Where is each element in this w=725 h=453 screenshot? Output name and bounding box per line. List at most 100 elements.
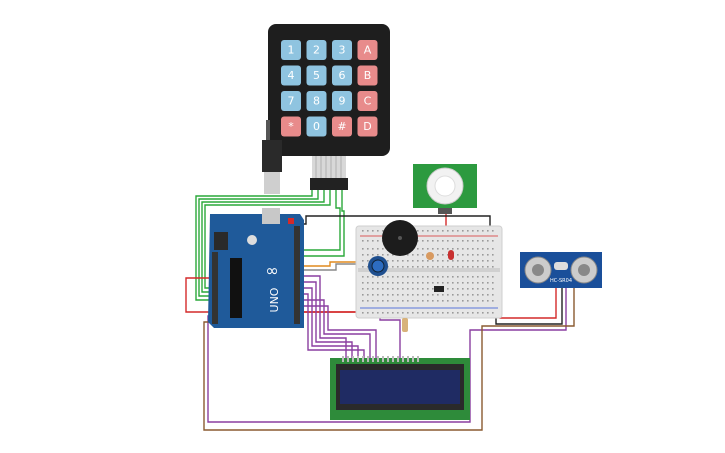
breadboard-hole (472, 276, 474, 278)
breadboard-hole (437, 248, 439, 250)
breadboard-hole (437, 240, 439, 242)
breadboard-hole (402, 260, 404, 262)
keypad-key[interactable] (357, 116, 378, 137)
breadboard-hole (437, 254, 439, 256)
keypad-key[interactable] (332, 116, 352, 137)
breadboard-hole (367, 300, 369, 302)
breadboard-hole (492, 260, 494, 262)
keypad-key-label: # (337, 120, 346, 133)
keypad-key-label: 5 (313, 69, 320, 82)
breadboard-hole (367, 312, 369, 314)
keypad-key[interactable] (357, 40, 378, 60)
breadboard-hole (387, 254, 389, 256)
breadboard-hole (482, 282, 484, 284)
lcd-pin (397, 356, 399, 362)
lcd-pin (402, 356, 404, 362)
breadboard-hole (462, 248, 464, 250)
keypad-key[interactable] (281, 91, 301, 111)
breadboard-hole (407, 300, 409, 302)
breadboard-hole (397, 294, 399, 296)
keypad-key[interactable] (306, 40, 327, 60)
breadboard-hole (447, 288, 449, 290)
breadboard-hole (377, 276, 379, 278)
breadboard-hole (372, 240, 374, 242)
breadboard-hole (482, 240, 484, 242)
breadboard-hole (467, 254, 469, 256)
breadboard-hole (377, 294, 379, 296)
breadboard-hole (487, 248, 489, 250)
breadboard-hole (452, 248, 454, 250)
breadboard-hole (382, 282, 384, 284)
keypad-key[interactable] (281, 116, 301, 137)
breadboard-hole (472, 248, 474, 250)
breadboard-hole (467, 282, 469, 284)
keypad-key[interactable] (357, 65, 378, 86)
breadboard-hole (367, 240, 369, 242)
breadboard-hole (467, 248, 469, 250)
keypad-key[interactable] (332, 40, 352, 60)
breadboard-hole (412, 288, 414, 290)
lcd-pin (382, 356, 384, 362)
breadboard-hole (482, 288, 484, 290)
breadboard-hole (472, 254, 474, 256)
breadboard-hole (487, 240, 489, 242)
keypad-key[interactable] (357, 91, 378, 111)
breadboard-hole (442, 260, 444, 262)
breadboard-hole (417, 248, 419, 250)
breadboard-hole (367, 260, 369, 262)
keypad-key-label: 7 (288, 95, 295, 108)
breadboard-hole (392, 282, 394, 284)
usb-cable-line (266, 120, 270, 142)
keypad-key[interactable] (306, 116, 327, 137)
breadboard-hole (407, 312, 409, 314)
lcd-pin (417, 356, 419, 362)
breadboard-hole (367, 230, 369, 232)
breadboard-hole (432, 294, 434, 296)
led (448, 250, 454, 260)
lcd-pin (392, 356, 394, 362)
keypad-key[interactable] (306, 91, 327, 111)
breadboard-hole (462, 300, 464, 302)
breadboard-hole (402, 276, 404, 278)
breadboard-hole (422, 288, 424, 290)
keypad-key[interactable] (332, 65, 352, 86)
keypad-key[interactable] (306, 65, 327, 86)
breadboard-hole (432, 240, 434, 242)
breadboard-hole (437, 312, 439, 314)
breadboard-hole (477, 282, 479, 284)
breadboard-hole (387, 300, 389, 302)
breadboard-hole (422, 276, 424, 278)
breadboard-hole (472, 312, 474, 314)
breadboard-hole (467, 230, 469, 232)
breadboard-hole (442, 276, 444, 278)
wire-brown (203, 288, 575, 431)
breadboard-hole (372, 288, 374, 290)
breadboard-hole (447, 276, 449, 278)
keypad-key[interactable] (281, 65, 301, 86)
breadboard-hole (377, 288, 379, 290)
breadboard-hole (462, 294, 464, 296)
lcd-pin (347, 356, 349, 362)
arduino-header-right (294, 226, 300, 324)
buzzer-hole (398, 236, 402, 240)
breadboard-hole (462, 282, 464, 284)
breadboard-hole (462, 260, 464, 262)
breadboard-hole (477, 248, 479, 250)
breadboard-hole (462, 266, 464, 268)
breadboard-hole (457, 300, 459, 302)
breadboard-hole (402, 294, 404, 296)
keypad-key-label: 6 (339, 69, 346, 82)
arduino-usb-port (262, 208, 280, 224)
keypad-key[interactable] (332, 91, 352, 111)
led-body (448, 250, 454, 260)
breadboard-hole (482, 266, 484, 268)
breadboard-hole (442, 254, 444, 256)
breadboard-hole (397, 266, 399, 268)
breadboard-hole (487, 276, 489, 278)
breadboard-hole (492, 276, 494, 278)
breadboard-hole (372, 254, 374, 256)
breadboard-hole (407, 294, 409, 296)
breadboard-hole (482, 276, 484, 278)
breadboard-hole (457, 230, 459, 232)
keypad-key[interactable] (281, 40, 301, 60)
